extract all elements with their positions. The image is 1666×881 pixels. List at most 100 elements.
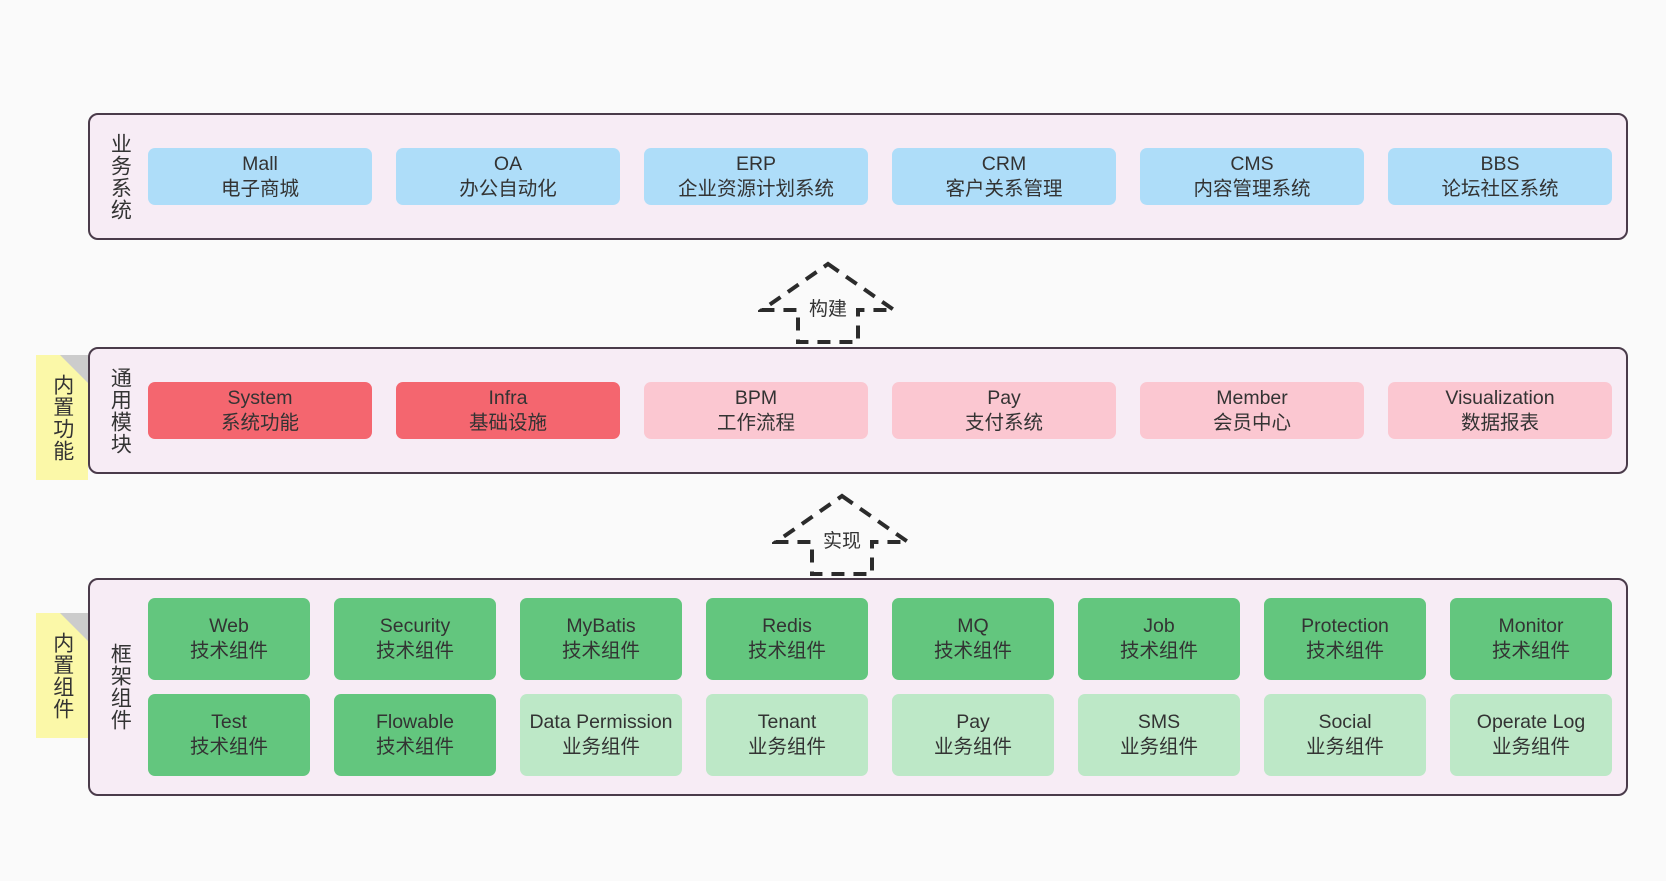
card-subtitle: 技术组件 — [1119, 640, 1198, 662]
card-row: Test 技术组件 Flowable 技术组件 Data Permission … — [148, 694, 1612, 776]
card-title: Mall — [242, 152, 278, 175]
card-protection[interactable]: Protection 技术组件 — [1264, 598, 1426, 680]
card-title: Infra — [488, 386, 528, 409]
card-title: ERP — [735, 152, 777, 175]
card-web[interactable]: Web 技术组件 — [148, 598, 310, 680]
card-subtitle: 办公自动化 — [459, 177, 557, 200]
card-title: Flowable — [375, 711, 455, 734]
card-visualization[interactable]: Visualization 数据报表 — [1388, 381, 1612, 440]
card-subtitle: 数据报表 — [1460, 411, 1539, 434]
layer-cards-framework-components: Web 技术组件 Security 技术组件 MyBatis 技术组件 Redi… — [140, 580, 1626, 794]
card-title: CRM — [981, 152, 1027, 175]
card-crm[interactable]: CRM 客户关系管理 — [892, 147, 1116, 206]
layer-business-systems: 业务系统 Mall 电子商城 OA 办公自动化 ERP 企业资源计划系统 CRM… — [88, 113, 1628, 240]
card-job[interactable]: Job 技术组件 — [1078, 598, 1240, 680]
card-pay-business[interactable]: Pay 业务组件 — [892, 694, 1054, 776]
card-subtitle: 基础设施 — [468, 411, 547, 434]
card-subtitle: 客户关系管理 — [945, 177, 1063, 200]
card-subtitle: 业务组件 — [933, 736, 1012, 758]
card-system[interactable]: System 系统功能 — [148, 381, 372, 440]
card-subtitle: 业务组件 — [747, 736, 826, 758]
card-title: Pay — [987, 386, 1021, 409]
card-subtitle: 论坛社区系统 — [1441, 177, 1559, 200]
card-subtitle: 技术组件 — [1491, 640, 1570, 662]
card-redis[interactable]: Redis 技术组件 — [706, 598, 868, 680]
layer-framework-components: 框架组件 Web 技术组件 Security 技术组件 MyBatis 技术组件… — [88, 578, 1628, 796]
implement-arrow-label: 实现 — [821, 526, 863, 553]
build-arrow-shape — [758, 261, 898, 344]
card-title: Protection — [1301, 615, 1389, 638]
layer-title-framework-components: 框架组件 — [108, 643, 132, 731]
card-bpm[interactable]: BPM 工作流程 — [644, 381, 868, 440]
card-title: MQ — [957, 615, 989, 638]
card-title: Social — [1318, 711, 1372, 734]
note-fold-icon — [60, 613, 88, 641]
card-title: Test — [211, 711, 247, 734]
card-subtitle: 技术组件 — [189, 640, 268, 662]
card-subtitle: 系统功能 — [220, 411, 299, 434]
card-subtitle: 内容管理系统 — [1193, 177, 1311, 200]
card-mall[interactable]: Mall 电子商城 — [148, 147, 372, 206]
card-title: BBS — [1480, 152, 1520, 175]
card-data-permission[interactable]: Data Permission 业务组件 — [520, 694, 682, 776]
card-title: OA — [493, 152, 523, 175]
card-subtitle: 业务组件 — [1305, 736, 1384, 758]
card-row: Web 技术组件 Security 技术组件 MyBatis 技术组件 Redi… — [148, 598, 1612, 680]
card-title: System — [227, 386, 293, 409]
card-operate-log[interactable]: Operate Log 业务组件 — [1450, 694, 1612, 776]
card-subtitle: 技术组件 — [375, 736, 454, 758]
card-subtitle: 业务组件 — [561, 736, 640, 758]
card-cms[interactable]: CMS 内容管理系统 — [1140, 147, 1364, 206]
card-erp[interactable]: ERP 企业资源计划系统 — [644, 147, 868, 206]
card-sms[interactable]: SMS 业务组件 — [1078, 694, 1240, 776]
card-infra[interactable]: Infra 基础设施 — [396, 381, 620, 440]
card-title: MyBatis — [566, 615, 636, 638]
card-bbs[interactable]: BBS 论坛社区系统 — [1388, 147, 1612, 206]
layer-cards-common-modules: System 系统功能 Infra 基础设施 BPM 工作流程 Pay 支付系统… — [140, 349, 1626, 472]
implement-arrow: 实现 — [772, 492, 912, 578]
card-title: BPM — [734, 386, 778, 409]
card-mq[interactable]: MQ 技术组件 — [892, 598, 1054, 680]
card-tenant[interactable]: Tenant 业务组件 — [706, 694, 868, 776]
card-test[interactable]: Test 技术组件 — [148, 694, 310, 776]
card-subtitle: 业务组件 — [1491, 736, 1570, 758]
note-builtin-features: 内置功能 — [36, 355, 88, 480]
card-pay[interactable]: Pay 支付系统 — [892, 381, 1116, 440]
layer-title-common-modules: 通用模块 — [108, 366, 132, 455]
build-arrow-label: 构建 — [807, 294, 849, 321]
card-mybatis[interactable]: MyBatis 技术组件 — [520, 598, 682, 680]
card-row: System 系统功能 Infra 基础设施 BPM 工作流程 Pay 支付系统… — [148, 381, 1612, 440]
card-title: Web — [209, 615, 249, 638]
card-title: Visualization — [1445, 386, 1555, 409]
card-title: Job — [1143, 615, 1175, 638]
card-title: Redis — [762, 615, 812, 638]
card-flowable[interactable]: Flowable 技术组件 — [334, 694, 496, 776]
card-monitor[interactable]: Monitor 技术组件 — [1450, 598, 1612, 680]
card-subtitle: 技术组件 — [933, 640, 1012, 662]
card-title: Operate Log — [1476, 711, 1586, 734]
card-member[interactable]: Member 会员中心 — [1140, 381, 1364, 440]
layer-title-business-systems: 业务系统 — [108, 132, 132, 221]
build-arrow: 构建 — [758, 260, 898, 346]
card-title: Data Permission — [529, 711, 673, 734]
card-social[interactable]: Social 业务组件 — [1264, 694, 1426, 776]
card-subtitle: 技术组件 — [561, 640, 640, 662]
note-label: 内置组件 — [50, 631, 74, 720]
card-title: Pay — [956, 711, 990, 734]
card-subtitle: 技术组件 — [375, 640, 454, 662]
card-title: SMS — [1137, 711, 1181, 734]
card-subtitle: 会员中心 — [1212, 411, 1291, 434]
card-title: Monitor — [1498, 615, 1564, 638]
note-builtin-components: 内置组件 — [36, 613, 88, 738]
implement-arrow-shape — [772, 493, 912, 576]
card-oa[interactable]: OA 办公自动化 — [396, 147, 620, 206]
card-subtitle: 技术组件 — [1305, 640, 1384, 662]
card-title: Member — [1216, 386, 1288, 409]
card-title: Tenant — [757, 711, 817, 734]
layer-common-modules: 通用模块 System 系统功能 Infra 基础设施 BPM 工作流程 Pay… — [88, 347, 1628, 474]
card-security[interactable]: Security 技术组件 — [334, 598, 496, 680]
card-subtitle: 业务组件 — [1119, 736, 1198, 758]
card-title: Security — [379, 615, 451, 638]
card-title: CMS — [1230, 152, 1274, 175]
